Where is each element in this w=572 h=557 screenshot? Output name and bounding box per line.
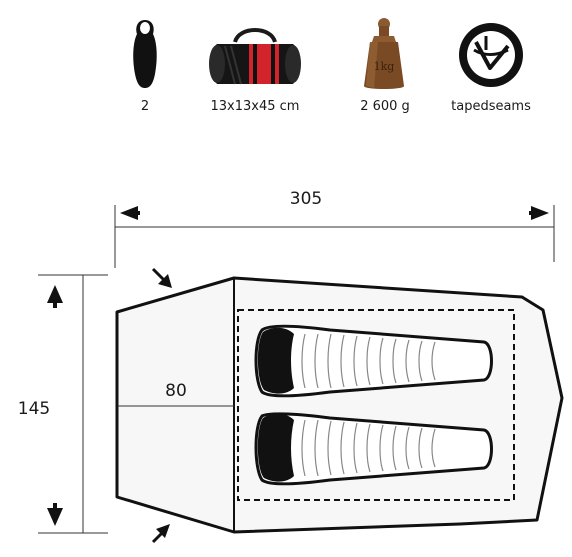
weight-icon: 1kg xyxy=(360,16,408,92)
sleeping-bag-icon xyxy=(254,324,493,398)
length-label: 305 xyxy=(290,189,322,209)
spec-label-seams: tapedseams xyxy=(451,99,531,114)
svg-text:1kg: 1kg xyxy=(374,60,395,73)
tent-outline xyxy=(115,276,564,534)
sleeping-bag-icon xyxy=(254,412,493,486)
width-dimension: 145 xyxy=(18,274,108,534)
spec-label-weight: 2 600 g xyxy=(360,99,410,114)
arrow-down-icon xyxy=(47,508,63,526)
arrow-right-icon xyxy=(531,206,549,220)
spec-label-packed-size: 13x13x45 cm xyxy=(210,99,300,114)
width-label: 145 xyxy=(18,399,50,419)
vestibule-dimension: 80 xyxy=(118,381,234,407)
vestibule-label: 80 xyxy=(165,381,187,401)
spec-row: 2 13x13x45 cm 1kg 2 600 g xyxy=(0,0,572,130)
spec-label-persons: 2 xyxy=(140,99,150,114)
sleeping-bag-person-icon xyxy=(128,18,162,90)
entrance-arrow-icon xyxy=(151,267,172,288)
arrow-left-icon xyxy=(120,206,138,220)
taped-seams-icon xyxy=(456,20,526,90)
inner-tent-outline xyxy=(237,309,515,501)
arrow-up-icon xyxy=(47,285,63,303)
length-dimension: 305 xyxy=(114,189,555,268)
duffel-bag-icon xyxy=(205,20,305,92)
entrance-arrow-icon xyxy=(151,524,170,544)
